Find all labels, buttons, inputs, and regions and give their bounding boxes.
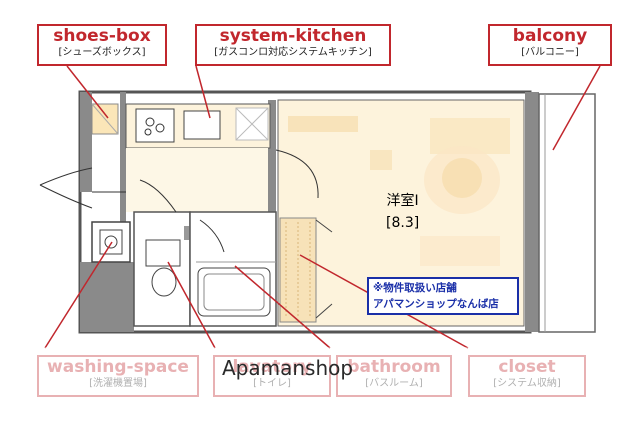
label-balcony: balcony [バルコニー] (488, 24, 612, 66)
agency-notice: ※物件取扱い店舗 アパマンショップなんば店 (367, 277, 519, 315)
label-washing-space-jp: [洗濯機置場] (89, 378, 147, 389)
hallway (126, 148, 268, 212)
label-balcony-en: balcony (512, 26, 588, 46)
toilet-area (133, 179, 191, 327)
label-bathroom-jp: [バスルーム] (365, 378, 423, 389)
label-bathroom: bathroom [バスルーム] (336, 355, 452, 397)
label-system-kitchen-en: system-kitchen (219, 26, 367, 46)
label-closet-jp: [システム収納] (493, 378, 561, 389)
label-system-kitchen-jp: [ガスコンロ対応システムキッチン] (214, 47, 372, 58)
label-lavatory-jp: [トイレ] (253, 378, 291, 389)
bathroom-area (189, 211, 277, 327)
label-washing-space-en: washing-space (47, 357, 189, 377)
label-shoes-box: shoes-box [シューズボックス] (37, 24, 167, 66)
entrance-door (39, 167, 126, 209)
balcony-area (538, 93, 596, 333)
label-shoes-box-jp: [シューズボックス] (58, 47, 146, 58)
label-closet: closet [システム収納] (468, 355, 586, 397)
room-label: 洋室Ⅰ [8.3] (386, 190, 419, 234)
closet-area (279, 217, 333, 323)
notice-line-1: ※物件取扱い店舗 (373, 282, 457, 294)
kitchen-counter (125, 103, 271, 149)
label-closet-en: closet (498, 357, 556, 377)
room-name: 洋室Ⅰ (386, 193, 419, 209)
label-balcony-jp: [バルコニー] (521, 47, 579, 58)
notice-line-2: アパマンショップなんば店 (373, 298, 499, 310)
label-system-kitchen: system-kitchen [ガスコンロ対応システムキッチン] (195, 24, 391, 66)
fade-overlay (0, 347, 640, 433)
room-size: [8.3] (386, 215, 420, 231)
washing-machine-space (91, 221, 131, 263)
label-lavatory-en: lavatory (232, 357, 312, 377)
label-shoes-box-en: shoes-box (53, 26, 151, 46)
label-lavatory: lavatory [トイレ] (213, 355, 331, 397)
label-bathroom-en: bathroom (347, 357, 441, 377)
label-washing-space: washing-space [洗濯機置場] (37, 355, 199, 397)
watermark: Apamanshop (222, 356, 354, 380)
